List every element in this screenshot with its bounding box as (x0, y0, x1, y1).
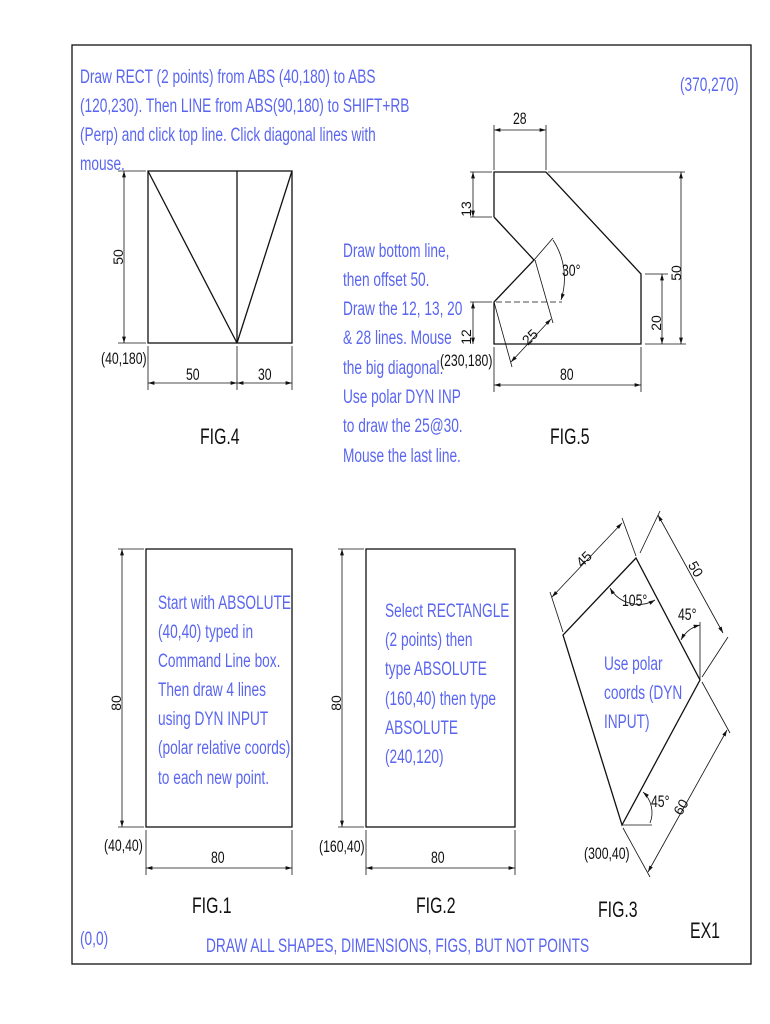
fig4-dimensions (118, 170, 293, 390)
fig2-note-line: Select RECTANGLE (385, 601, 510, 622)
fig1-title: FIG.1 (192, 893, 232, 918)
fig2-dim-width: 80 (431, 848, 445, 867)
fig5-note-line: then offset 50. (343, 270, 430, 291)
fig2-note-line: (160,40) then type (385, 689, 497, 710)
fig1-note-line: (40,40) typed in (158, 622, 254, 643)
fig3-note-line: coords (DYN (604, 683, 683, 704)
origin-label: (0,0) (80, 929, 109, 950)
fig2-note-line: type ABSOLUTE (385, 659, 487, 680)
instruction-line: (120,230). Then LINE from ABS(90,180) to… (80, 96, 410, 117)
fig5-dim-top: 28 (513, 109, 527, 128)
fig3-shape (562, 556, 701, 827)
top-right-coordinate: (370,270) (680, 75, 739, 96)
fig5-dimensions (470, 125, 686, 392)
fig4-origin-label: (40,180) (101, 349, 147, 368)
fig1-note-line: to each new point. (158, 768, 270, 789)
fig1-note-line: using DYN INPUT (158, 709, 269, 730)
fig4-dim-left: 50 (186, 365, 200, 384)
fig4-shape (147, 170, 293, 344)
fig1-note-line: Command Line box. (158, 651, 281, 672)
fig4-dim-height: 50 (109, 249, 126, 265)
fig1-shape (145, 548, 293, 828)
fig1-origin-label: (40,40) (104, 836, 143, 855)
fig5-note-line: & 28 lines. Mouse (343, 328, 452, 349)
footer-instruction: DRAW ALL SHAPES, DIMENSIONS, FIGS, BUT N… (206, 936, 590, 957)
fig4-dim-right: 30 (258, 365, 272, 384)
fig3-title: FIG.3 (598, 897, 638, 922)
fig5-dim-13: 13 (457, 201, 474, 217)
fig5-dim-80: 80 (560, 365, 574, 384)
fig5-note-line: Use polar DYN INP (343, 387, 461, 408)
fig3-note-line: Use polar (604, 654, 663, 675)
fig2-note-line: ABSOLUTE (385, 718, 458, 739)
fig1-dim-width: 80 (211, 848, 225, 867)
fig3-angle-105: 105° (622, 591, 648, 610)
sheet-border (71, 44, 752, 965)
instruction-line: (Perp) and click top line. Click diagona… (80, 125, 376, 146)
fig5-note-line: to draw the 25@30. (343, 416, 463, 437)
fig3-angle-45-bottom: 45° (651, 792, 670, 811)
fig2-shape (365, 548, 516, 828)
fig5-dim-12: 12 (457, 329, 474, 345)
fig5-angle-30: 30° (562, 261, 581, 280)
fig3-note-line: INPUT) (604, 712, 650, 733)
fig2-title: FIG.2 (416, 893, 456, 918)
instruction-line: mouse. (80, 154, 125, 175)
fig5-dim-50: 50 (667, 265, 684, 281)
fig2-origin-label: (160,40) (319, 837, 365, 856)
fig3-angle-45-top: 45° (678, 605, 697, 624)
fig3-dimensions (549, 510, 731, 878)
fig4-title: FIG.4 (200, 424, 240, 449)
fig1-note-line: Start with ABSOLUTE (158, 593, 292, 614)
fig5-note-line: the big diagonal. (343, 358, 444, 379)
fig2-dim-height: 80 (327, 695, 344, 711)
fig1-note-line: Then draw 4 lines (158, 680, 266, 701)
instruction-line: Draw RECT (2 points) from ABS (40,180) t… (80, 67, 376, 88)
fig5-dim-20: 20 (647, 315, 664, 331)
exercise-label: EX1 (690, 918, 720, 943)
fig1-note-line: (polar relative coords) (158, 738, 291, 759)
fig2-note-line: (2 points) then (385, 630, 473, 651)
fig2-dimensions (338, 548, 516, 875)
fig5-note-line: Draw the 12, 13, 20 (343, 299, 463, 320)
fig5-note-line: Mouse the last line. (343, 446, 461, 467)
fig2-note-line: (240,120) (385, 747, 444, 768)
fig5-note-line: Draw bottom line, (343, 241, 450, 262)
fig1-dimensions (118, 548, 293, 875)
fig3-origin-label: (300,40) (584, 844, 630, 863)
fig1-dim-height: 80 (107, 695, 124, 711)
fig5-title: FIG.5 (550, 424, 590, 449)
fig5-origin-label: (230,180) (440, 351, 493, 370)
fig5-shape (493, 171, 642, 345)
